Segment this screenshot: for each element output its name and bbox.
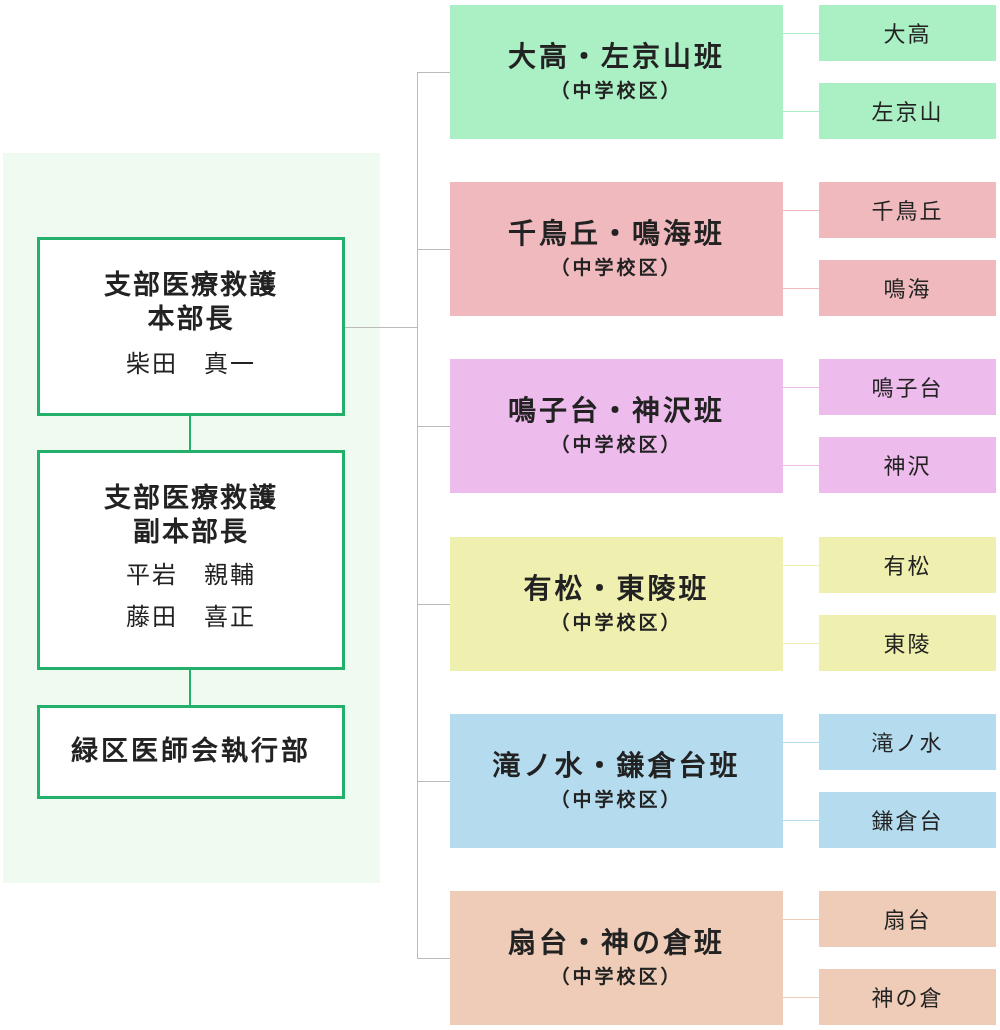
group-box: 有松・東陵班 （中学校区） [450, 537, 783, 671]
school-connector [783, 820, 819, 821]
group-title: 有松・東陵班 [523, 572, 710, 605]
deputy-name-1: 平岩 親輔 [126, 561, 256, 589]
group-subtitle: （中学校区） [550, 434, 683, 456]
group-branch-line [417, 426, 450, 427]
group-box: 扇台・神の倉班 （中学校区） [450, 891, 783, 1025]
school-connector [783, 387, 819, 388]
group-title: 鳴子台・神沢班 [507, 394, 725, 427]
deputy-box: 支部医療救護 副本部長 平岩 親輔 藤田 喜正 [37, 450, 345, 670]
group-branch-line [417, 249, 450, 250]
executive-box: 緑区医師会執行部 [37, 705, 345, 799]
group-branch-line [417, 604, 450, 605]
school-connector [783, 565, 819, 566]
group-title: 千鳥丘・鳴海班 [507, 217, 725, 250]
executive-label: 緑区医師会執行部 [71, 736, 311, 767]
group-branch-line [417, 958, 450, 959]
school-connector [783, 742, 819, 743]
deputy-executive-connector [189, 670, 191, 705]
school-box: 有松 [819, 537, 996, 593]
group-branch-line [417, 72, 450, 73]
group-branch-line [417, 781, 450, 782]
chief-title-line2: 本部長 [147, 303, 235, 335]
group-subtitle: （中学校区） [550, 80, 683, 102]
school-connector [783, 33, 819, 34]
school-box: 鳴子台 [819, 359, 996, 415]
group-subtitle: （中学校区） [550, 789, 683, 811]
school-box: 鎌倉台 [819, 792, 996, 848]
school-box: 滝ノ水 [819, 714, 996, 770]
school-box: 東陵 [819, 615, 996, 671]
chief-title-line1: 支部医療救護 [104, 269, 278, 301]
school-box: 神の倉 [819, 969, 996, 1025]
school-connector [783, 997, 819, 998]
school-box: 扇台 [819, 891, 996, 947]
group-subtitle: （中学校区） [550, 966, 683, 988]
hq-to-groups-connector [345, 327, 418, 328]
chief-deputy-connector [189, 416, 191, 450]
deputy-name-2: 藤田 喜正 [126, 603, 256, 631]
school-box: 鳴海 [819, 260, 996, 316]
school-box: 左京山 [819, 83, 996, 139]
deputy-title-line2: 副本部長 [133, 517, 249, 548]
group-title: 大高・左京山班 [507, 40, 725, 73]
groups-trunk-line [417, 72, 418, 958]
group-box: 千鳥丘・鳴海班 （中学校区） [450, 182, 783, 316]
group-box: 滝ノ水・鎌倉台班 （中学校区） [450, 714, 783, 848]
school-connector [783, 210, 819, 211]
chief-name: 柴田 真一 [126, 349, 256, 378]
school-connector [783, 288, 819, 289]
school-box: 大高 [819, 5, 996, 61]
school-connector [783, 111, 819, 112]
school-box: 神沢 [819, 437, 996, 493]
group-box: 大高・左京山班 （中学校区） [450, 5, 783, 139]
school-box: 千鳥丘 [819, 182, 996, 238]
deputy-title-line1: 支部医療救護 [104, 483, 278, 514]
group-title: 滝ノ水・鎌倉台班 [492, 749, 741, 782]
school-connector [783, 919, 819, 920]
group-subtitle: （中学校区） [550, 612, 683, 634]
school-connector [783, 643, 819, 644]
school-connector [783, 465, 819, 466]
chief-box: 支部医療救護 本部長 柴田 真一 [37, 237, 345, 416]
group-subtitle: （中学校区） [550, 257, 683, 279]
group-box: 鳴子台・神沢班 （中学校区） [450, 359, 783, 493]
group-title: 扇台・神の倉班 [507, 926, 725, 959]
